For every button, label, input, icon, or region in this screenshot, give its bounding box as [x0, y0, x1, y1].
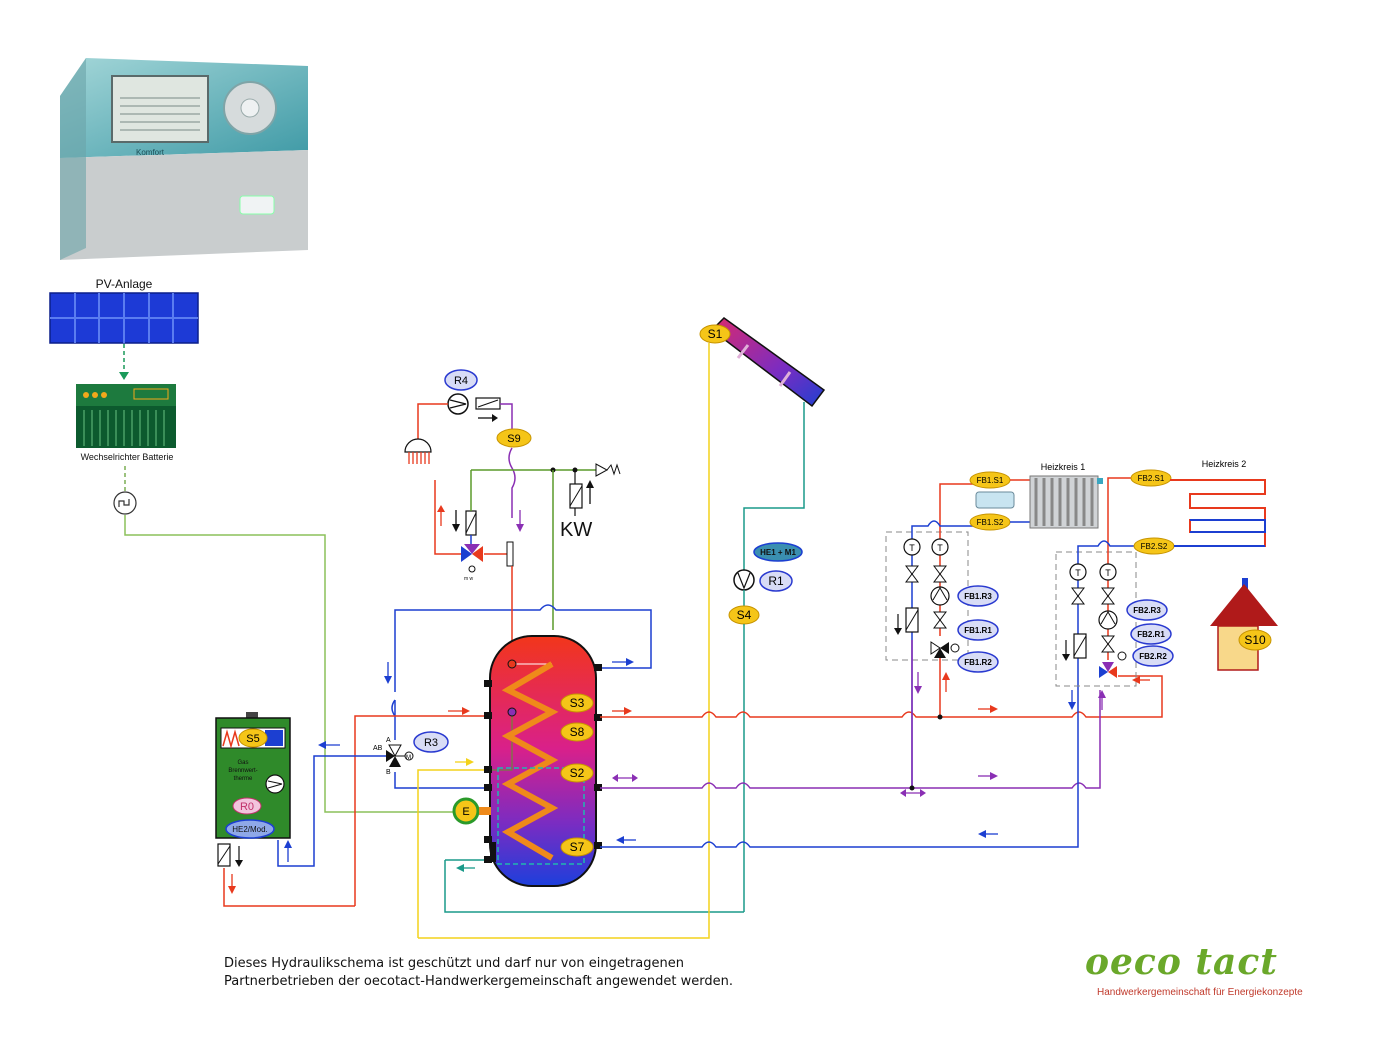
hk1-title: Heizkreis 1 — [1041, 462, 1086, 472]
svg-text:T: T — [1105, 568, 1111, 578]
radiator-icon — [1029, 475, 1103, 529]
sensor-s2 — [560, 763, 594, 783]
solar-collector — [710, 317, 826, 408]
relay-fb2-r2 — [1132, 645, 1174, 667]
controller-usb-port — [239, 195, 275, 215]
sensor-s1-label: S1 — [708, 327, 723, 341]
sensor-s3-label: S3 — [570, 696, 585, 710]
relay-fb2-r2-label: FB2.R2 — [1139, 652, 1167, 661]
sensor-s9-label: S9 — [507, 433, 520, 445]
valve-motor-label: M — [406, 755, 411, 761]
relay-fb2-r3-label: FB2.R3 — [1133, 606, 1161, 615]
boiler-label-1: Gas — [237, 760, 248, 766]
svg-text:T: T — [937, 543, 943, 553]
sensor-s8-label: S8 — [570, 725, 585, 739]
sensor-s5 — [238, 728, 268, 748]
relay-fb1-r3-label: FB1.R3 — [964, 592, 992, 601]
gas-boiler — [215, 712, 291, 839]
boiler-label-2: Brennwert- — [228, 768, 257, 774]
solar-controller-label: HE1 + M1 — [760, 548, 796, 557]
logo-wordmark: oeco tact — [1085, 941, 1278, 983]
sensor-s10-label: S10 — [1244, 633, 1266, 647]
room-thermostat-icon — [975, 491, 1015, 509]
controller-device: Komfort — [60, 58, 308, 260]
relay-r3 — [413, 731, 449, 753]
solar-controller-he1-m1 — [753, 542, 803, 562]
copyright-notice: Dieses Hydraulikschema ist geschützt und… — [224, 955, 733, 991]
relay-fb1-r2-label: FB1.R2 — [964, 658, 992, 667]
hk2-components-icon: T T — [1062, 563, 1127, 678]
ac-source-icon — [113, 491, 137, 515]
boiler-output-he2 — [225, 819, 275, 839]
hk2-module-frame — [1055, 551, 1137, 687]
cold-water-label: KW — [560, 519, 592, 541]
relay-r1-label: R1 — [768, 574, 784, 588]
boiler-label-3: therme — [234, 776, 253, 782]
boiler-pump-icon — [265, 774, 285, 794]
svg-text:m w: m w — [464, 576, 474, 582]
relay-fb2-r3 — [1126, 599, 1168, 621]
inverter-label: Wechselrichter Batterie — [81, 452, 174, 462]
safety-valve-icon — [595, 463, 621, 477]
sensor-s2-label: S2 — [570, 766, 585, 780]
three-way-valve-r3-icon — [386, 744, 414, 767]
notice-line-2: Partnerbetrieben der oecotact-Handwerker… — [224, 974, 733, 989]
sensor-fb2-s1 — [1130, 469, 1172, 487]
pv-title: PV-Anlage — [96, 277, 153, 291]
notice-line-1: Dieses Hydraulikschema ist geschützt und… — [224, 956, 684, 971]
sensor-fb1-s2-label: FB1.S2 — [977, 518, 1004, 527]
sensor-s3 — [560, 693, 594, 713]
relay-r0-label: R0 — [240, 801, 254, 813]
relay-r3-label: R3 — [424, 737, 438, 749]
mixing-valve-dhw-icon — [461, 544, 483, 562]
sensor-s1 — [699, 324, 731, 344]
hk1-module-frame — [885, 531, 969, 661]
valve-port-b: B — [386, 769, 391, 776]
sensor-s4-label: S4 — [737, 608, 752, 622]
svg-text:T: T — [1075, 568, 1081, 578]
relay-r1 — [759, 570, 793, 592]
house-icon — [1210, 578, 1278, 671]
sensor-fb2-s2-label: FB2.S2 — [1141, 542, 1168, 551]
sensor-s7 — [560, 837, 594, 857]
relay-fb1-r1-label: FB1.R1 — [964, 626, 992, 635]
relay-fb2-r1 — [1130, 623, 1172, 645]
sensor-s9 — [496, 428, 532, 448]
relay-fb1-r2 — [957, 651, 999, 673]
relay-fb1-r3 — [957, 585, 999, 607]
sensor-fb2-s1-label: FB2.S1 — [1138, 474, 1165, 483]
inverter-battery-icon — [76, 384, 176, 448]
sensor-fb1-s1-label: FB1.S1 — [977, 476, 1004, 485]
relay-fb1-r1 — [957, 619, 999, 641]
boiler-output-label: HE2/Mod. — [232, 825, 268, 834]
electric-heater-label: E — [462, 806, 469, 818]
oecotact-logo: oeco tact Handwerkergemeinschaft für Ene… — [1085, 935, 1345, 1005]
sensor-s7-label: S7 — [570, 840, 585, 854]
sensor-s8 — [560, 722, 594, 742]
relay-r4 — [444, 369, 478, 391]
relay-r0 — [232, 797, 262, 815]
valve-port-ab: AB — [373, 745, 383, 752]
hk1-components-icon: T T — [894, 538, 960, 658]
controller-display — [111, 75, 209, 143]
sensor-s5-label: S5 — [246, 733, 259, 745]
pv-panel-icon — [49, 292, 199, 344]
hk2-title: Heizkreis 2 — [1202, 459, 1247, 469]
relay-r4-label: R4 — [454, 375, 468, 387]
valve-port-a: A — [386, 737, 391, 744]
underfloor-heating-icon — [1170, 479, 1266, 547]
sensor-s10 — [1238, 629, 1272, 651]
controller-brand: Komfort — [136, 148, 165, 157]
tap-shower-icon — [404, 438, 432, 464]
svg-text:T: T — [909, 543, 915, 553]
logo-tagline: Handwerkergemeinschaft für Energiekonzep… — [1097, 987, 1303, 998]
relay-fb2-r1-label: FB2.R1 — [1137, 630, 1165, 639]
electric-heater — [452, 797, 480, 825]
